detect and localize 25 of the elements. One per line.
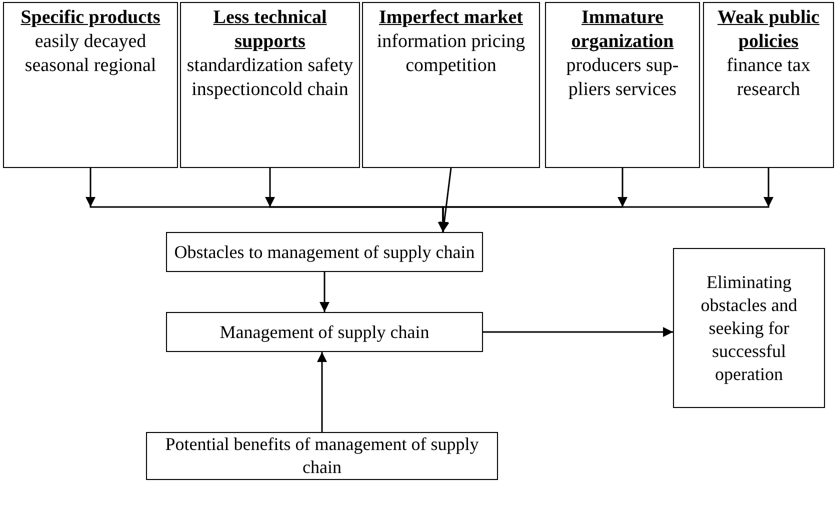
box-text: Management of supply chain: [220, 320, 430, 344]
process-box: [166, 312, 483, 352]
box-text: information pricing competition: [376, 30, 526, 78]
box-text: finance tax research: [726, 54, 812, 102]
factor-heading: Specific products: [20, 6, 160, 30]
arrow: [439, 168, 452, 232]
factor-heading: Imperfect market: [378, 6, 523, 30]
box-text: producers sup-pliers services: [565, 54, 680, 102]
process-box: [673, 248, 825, 408]
factor-box: [703, 2, 834, 168]
arrow: [317, 352, 327, 432]
box-text: Potential benefits of management of supply chain: [164, 433, 480, 479]
box-text: easily decayed seasonal regional: [24, 30, 158, 78]
factor-heading: Less technical supports: [212, 6, 328, 54]
box-text: Obstacles to management of supply chain: [174, 240, 475, 264]
factor-box: [3, 2, 178, 168]
process-box: [166, 232, 483, 272]
box-text: Eliminating obstacles and seeking for successful operation: [700, 270, 798, 386]
factor-box: [180, 2, 360, 168]
box-text: standardization safety inspectioncold chain: [186, 54, 354, 102]
arrow: [320, 272, 330, 312]
factor-box: [545, 2, 700, 168]
arrow: [483, 327, 673, 337]
arrow: [438, 168, 774, 232]
factor-box: [362, 2, 540, 168]
